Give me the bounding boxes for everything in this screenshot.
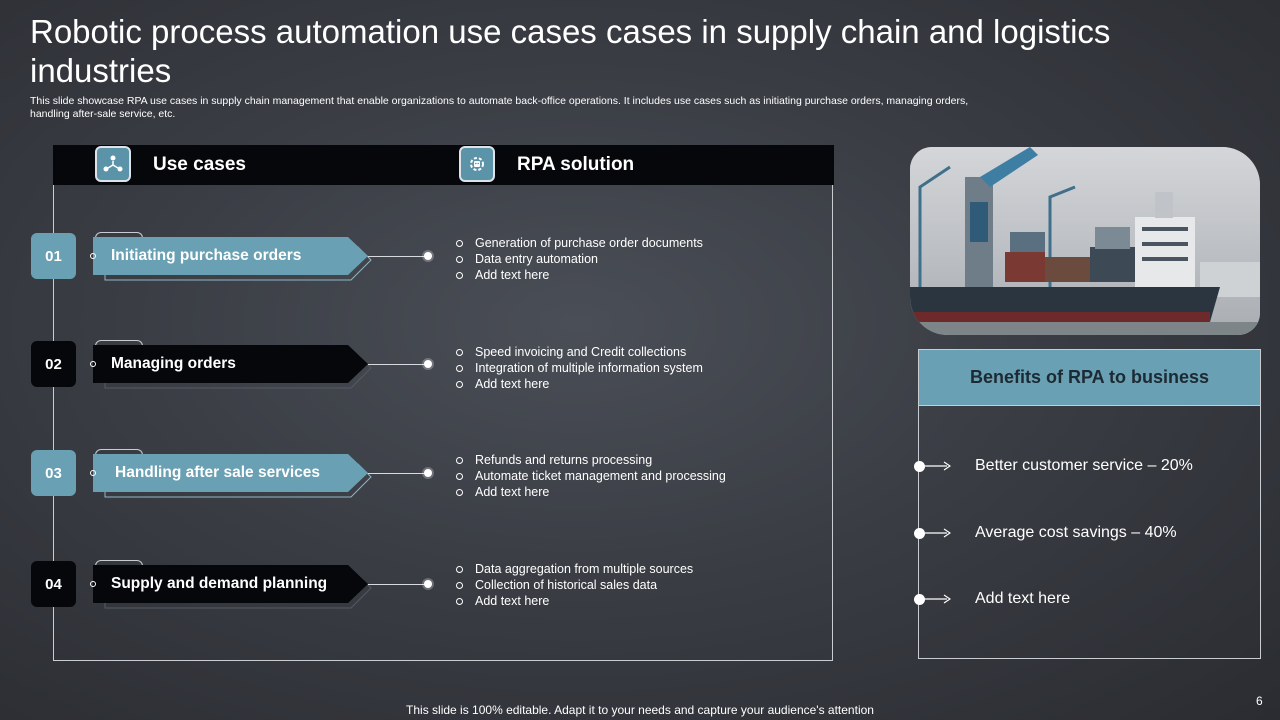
benefit-dot: [914, 528, 925, 539]
slide-title: Robotic process automation use cases cas…: [30, 13, 1111, 89]
connector-line: [368, 256, 428, 257]
connector-line: [368, 473, 428, 474]
robot-gear-icon: [459, 146, 495, 182]
list-item: Add text here: [455, 267, 815, 283]
arrow-right-icon: [925, 528, 951, 538]
connector-line: [368, 584, 428, 585]
benefit-dot: [914, 594, 925, 605]
benefit-item: Add text here: [975, 590, 1071, 607]
list-item: Refunds and returns processing: [455, 452, 815, 468]
connector-end-dot: [424, 252, 432, 260]
use-case-banner: Managing orders: [93, 345, 373, 391]
use-case-label: Supply and demand planning: [111, 575, 328, 592]
connector-start-dot: [90, 470, 96, 476]
slide-footer: This slide is 100% editable. Adapt it to…: [406, 703, 874, 717]
header-rpa-solution: RPA solution: [517, 154, 635, 175]
network-people-icon: [95, 146, 131, 182]
use-case-banner: Initiating purchase orders: [93, 237, 373, 283]
arrow-right-icon: [925, 594, 951, 604]
benefits-title: Benefits of RPA to business: [918, 349, 1261, 406]
connector-start-dot: [90, 581, 96, 587]
row-number: 01: [31, 233, 76, 279]
use-case-label: Initiating purchase orders: [111, 247, 302, 264]
row-number: 03: [31, 450, 76, 496]
benefit-item: Average cost savings – 40%: [975, 524, 1177, 541]
row-number: 02: [31, 341, 76, 387]
connector-start-dot: [90, 361, 96, 367]
list-item: Automate ticket management and processin…: [455, 468, 815, 484]
list-item: Data entry automation: [455, 251, 815, 267]
page-number: 6: [1256, 694, 1263, 708]
header-use-cases: Use cases: [153, 154, 246, 175]
use-case-label: Handling after sale services: [115, 464, 321, 481]
use-case-label: Managing orders: [111, 355, 236, 372]
row-number: 04: [31, 561, 76, 607]
cargo-ship-photo: [910, 147, 1260, 335]
rpa-solution-list: Data aggregation from multiple sources C…: [455, 561, 815, 609]
list-item: Add text here: [455, 484, 815, 500]
slide-subtitle: This slide showcase RPA use cases in sup…: [30, 95, 969, 120]
list-item: Generation of purchase order documents: [455, 235, 815, 251]
list-item: Collection of historical sales data: [455, 577, 815, 593]
rpa-solution-list: Speed invoicing and Credit collections I…: [455, 344, 815, 392]
list-item: Data aggregation from multiple sources: [455, 561, 815, 577]
arrow-right-icon: [925, 461, 951, 471]
connector-line: [368, 364, 428, 365]
benefit-dot: [914, 461, 925, 472]
connector-start-dot: [90, 253, 96, 259]
list-item: Add text here: [455, 376, 815, 392]
connector-end-dot: [424, 469, 432, 477]
connector-end-dot: [424, 360, 432, 368]
use-case-banner: Supply and demand planning: [93, 565, 373, 611]
list-item: Add text here: [455, 593, 815, 609]
list-item: Integration of multiple information syst…: [455, 360, 815, 376]
rpa-solution-list: Refunds and returns processing Automate …: [455, 452, 815, 500]
connector-end-dot: [424, 580, 432, 588]
rpa-solution-list: Generation of purchase order documents D…: [455, 235, 815, 283]
benefit-item: Better customer service – 20%: [975, 457, 1193, 474]
table-header-bar: [53, 145, 834, 185]
use-case-banner: Handling after sale services: [93, 454, 373, 500]
list-item: Speed invoicing and Credit collections: [455, 344, 815, 360]
